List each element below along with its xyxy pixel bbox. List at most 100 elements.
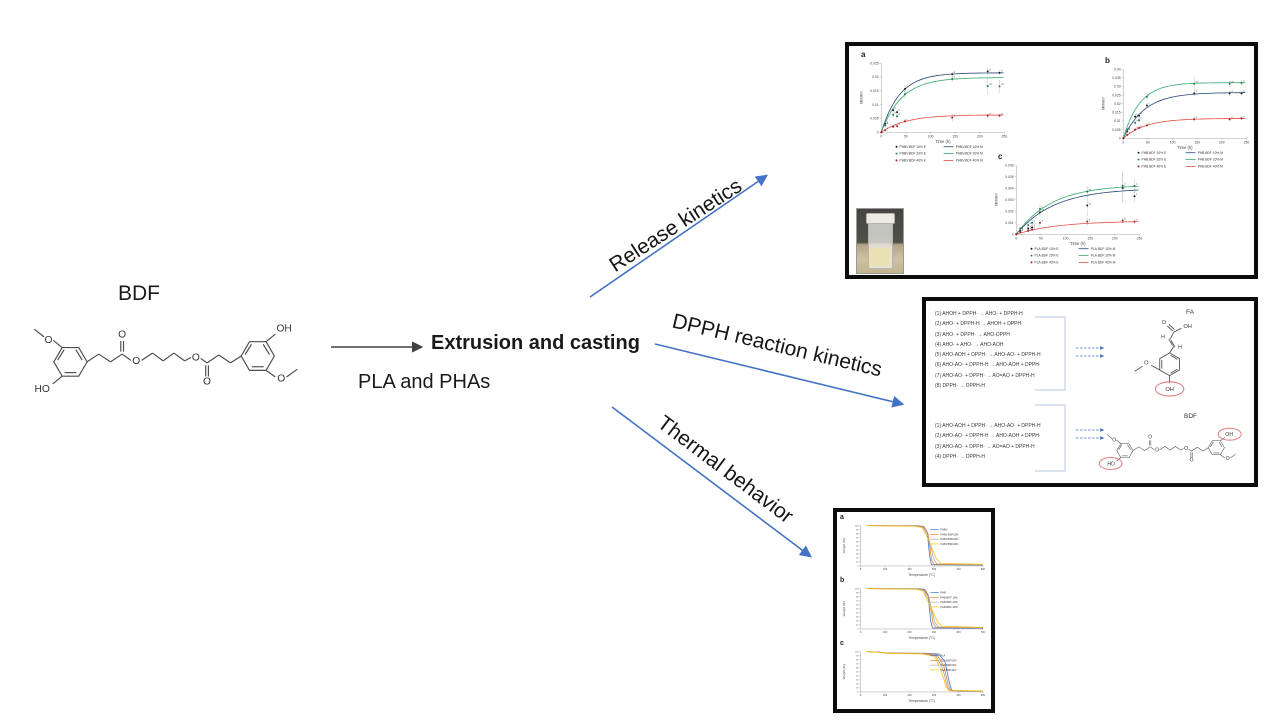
- reaction-equation: (3) AHO-AO· + DPPH· → AO=AO + DPPH-H: [935, 443, 1035, 450]
- axes: [1014, 164, 1140, 236]
- svg-text:b: b: [1136, 218, 1138, 221]
- svg-text:Time (h): Time (h): [935, 139, 951, 144]
- svg-text:O: O: [45, 335, 53, 346]
- svg-text:PHBV.BDF 10% M: PHBV.BDF 10% M: [956, 145, 983, 149]
- svg-text:30: 30: [856, 617, 859, 619]
- tga-curve: [866, 525, 983, 566]
- model-curve: [1122, 82, 1246, 139]
- svg-text:O: O: [118, 329, 126, 340]
- svg-text:PHBV: PHBV: [940, 527, 947, 531]
- svg-text:0.015: 0.015: [1112, 111, 1121, 115]
- model-curve: [1015, 185, 1139, 235]
- reaction-equation: (5) AHO-AOH + DPPH· → AHO-AO· + DPPH-H: [935, 352, 1041, 359]
- tga-curve: [866, 525, 983, 566]
- reaction-equation: (4) DPPH· → DPPH-H: [935, 453, 986, 460]
- svg-text:0.005: 0.005: [1112, 128, 1121, 132]
- svg-text:cd: cd: [1196, 81, 1199, 84]
- bdf-mini-structure-title: BDF: [1184, 413, 1197, 420]
- svg-text:d: d: [954, 114, 956, 117]
- svg-text:0: 0: [880, 135, 882, 139]
- svg-text:0.005: 0.005: [870, 117, 879, 121]
- reaction-equation: (7) AHO-AO· + DPPH· → AO=AO + DPPH-H: [935, 372, 1035, 379]
- svg-text:PHBV.BDF10%: PHBV.BDF10%: [940, 532, 959, 536]
- svg-text:0.004: 0.004: [1005, 186, 1014, 190]
- svg-text:b: b: [1137, 120, 1139, 123]
- model-curve: [881, 114, 1004, 133]
- svg-text:HO: HO: [34, 384, 49, 395]
- svg-text:20: 20: [856, 558, 859, 560]
- brackets-and-dashed-arrows: [1035, 316, 1105, 472]
- svg-text:O: O: [192, 352, 200, 363]
- svg-text:O: O: [277, 373, 285, 384]
- svg-text:c: c: [1148, 102, 1150, 105]
- svg-text:0.035: 0.035: [1112, 76, 1121, 80]
- svg-text:50: 50: [856, 672, 859, 674]
- tga-curve: [866, 651, 983, 692]
- svg-text:100: 100: [1170, 141, 1176, 145]
- svg-text:200: 200: [1112, 237, 1118, 241]
- svg-text:300: 300: [932, 630, 937, 634]
- svg-text:50: 50: [856, 609, 859, 611]
- svg-text:O: O: [1190, 458, 1194, 464]
- reaction-equation: (1) AHO-AOH + DPPH· → AHO-AO· + DPPH-H: [935, 423, 1041, 429]
- svg-text:b: b: [895, 124, 897, 127]
- axes: [879, 62, 1005, 134]
- svg-text:b: b: [1141, 125, 1143, 128]
- svg-text:0: 0: [1012, 232, 1014, 236]
- svg-text:300: 300: [932, 567, 937, 571]
- svg-text:500: 500: [981, 630, 986, 634]
- svg-text:cd: cd: [1001, 83, 1004, 86]
- svg-text:PHB.BDF 40% E: PHB.BDF 40% E: [1142, 165, 1167, 169]
- svg-text:70: 70: [856, 601, 859, 603]
- svg-text:50: 50: [856, 546, 859, 548]
- dashed-arrow-icon: [1076, 347, 1100, 439]
- svg-text:ab: ab: [1041, 209, 1044, 212]
- svg-text:d: d: [989, 68, 991, 71]
- svg-text:O: O: [1112, 437, 1116, 443]
- release-kinetics-label: Release kinetics: [605, 174, 747, 277]
- fa-structure-title: FA: [1186, 309, 1194, 316]
- svg-text:OH: OH: [1183, 324, 1192, 330]
- svg-text:d: d: [1196, 116, 1198, 119]
- svg-text:30: 30: [856, 680, 859, 682]
- svg-text:HO: HO: [1107, 461, 1115, 467]
- svg-text:10: 10: [856, 625, 859, 627]
- svg-text:200: 200: [977, 135, 983, 139]
- svg-text:O: O: [1184, 446, 1188, 452]
- svg-text:0.006: 0.006: [1005, 163, 1014, 167]
- svg-text:d: d: [1243, 80, 1245, 83]
- svg-text:Temperature (°C): Temperature (°C): [908, 699, 935, 703]
- svg-text:0.025: 0.025: [1112, 93, 1121, 97]
- svg-text:Time (h): Time (h): [1070, 241, 1086, 246]
- svg-text:0: 0: [857, 566, 859, 568]
- svg-text:Weight (%): Weight (%): [842, 538, 846, 553]
- svg-text:O: O: [1155, 448, 1159, 454]
- svg-text:50: 50: [1039, 237, 1043, 241]
- svg-text:200: 200: [1219, 141, 1225, 145]
- svg-text:100: 100: [1063, 237, 1069, 241]
- svg-text:Temperature (°C): Temperature (°C): [908, 636, 935, 640]
- svg-text:250: 250: [1002, 135, 1008, 139]
- svg-text:40: 40: [856, 676, 859, 678]
- subplot-label-a: a: [861, 50, 866, 59]
- svg-text:PLA.BDF 20% E: PLA.BDF 20% E: [1035, 254, 1060, 258]
- svg-text:100: 100: [928, 135, 934, 139]
- svg-text:0.01: 0.01: [872, 103, 879, 107]
- svg-text:d: d: [954, 71, 956, 74]
- svg-text:PHB.BDF 10%: PHB.BDF 10%: [940, 595, 958, 599]
- subplot-label-c: c: [998, 152, 1003, 161]
